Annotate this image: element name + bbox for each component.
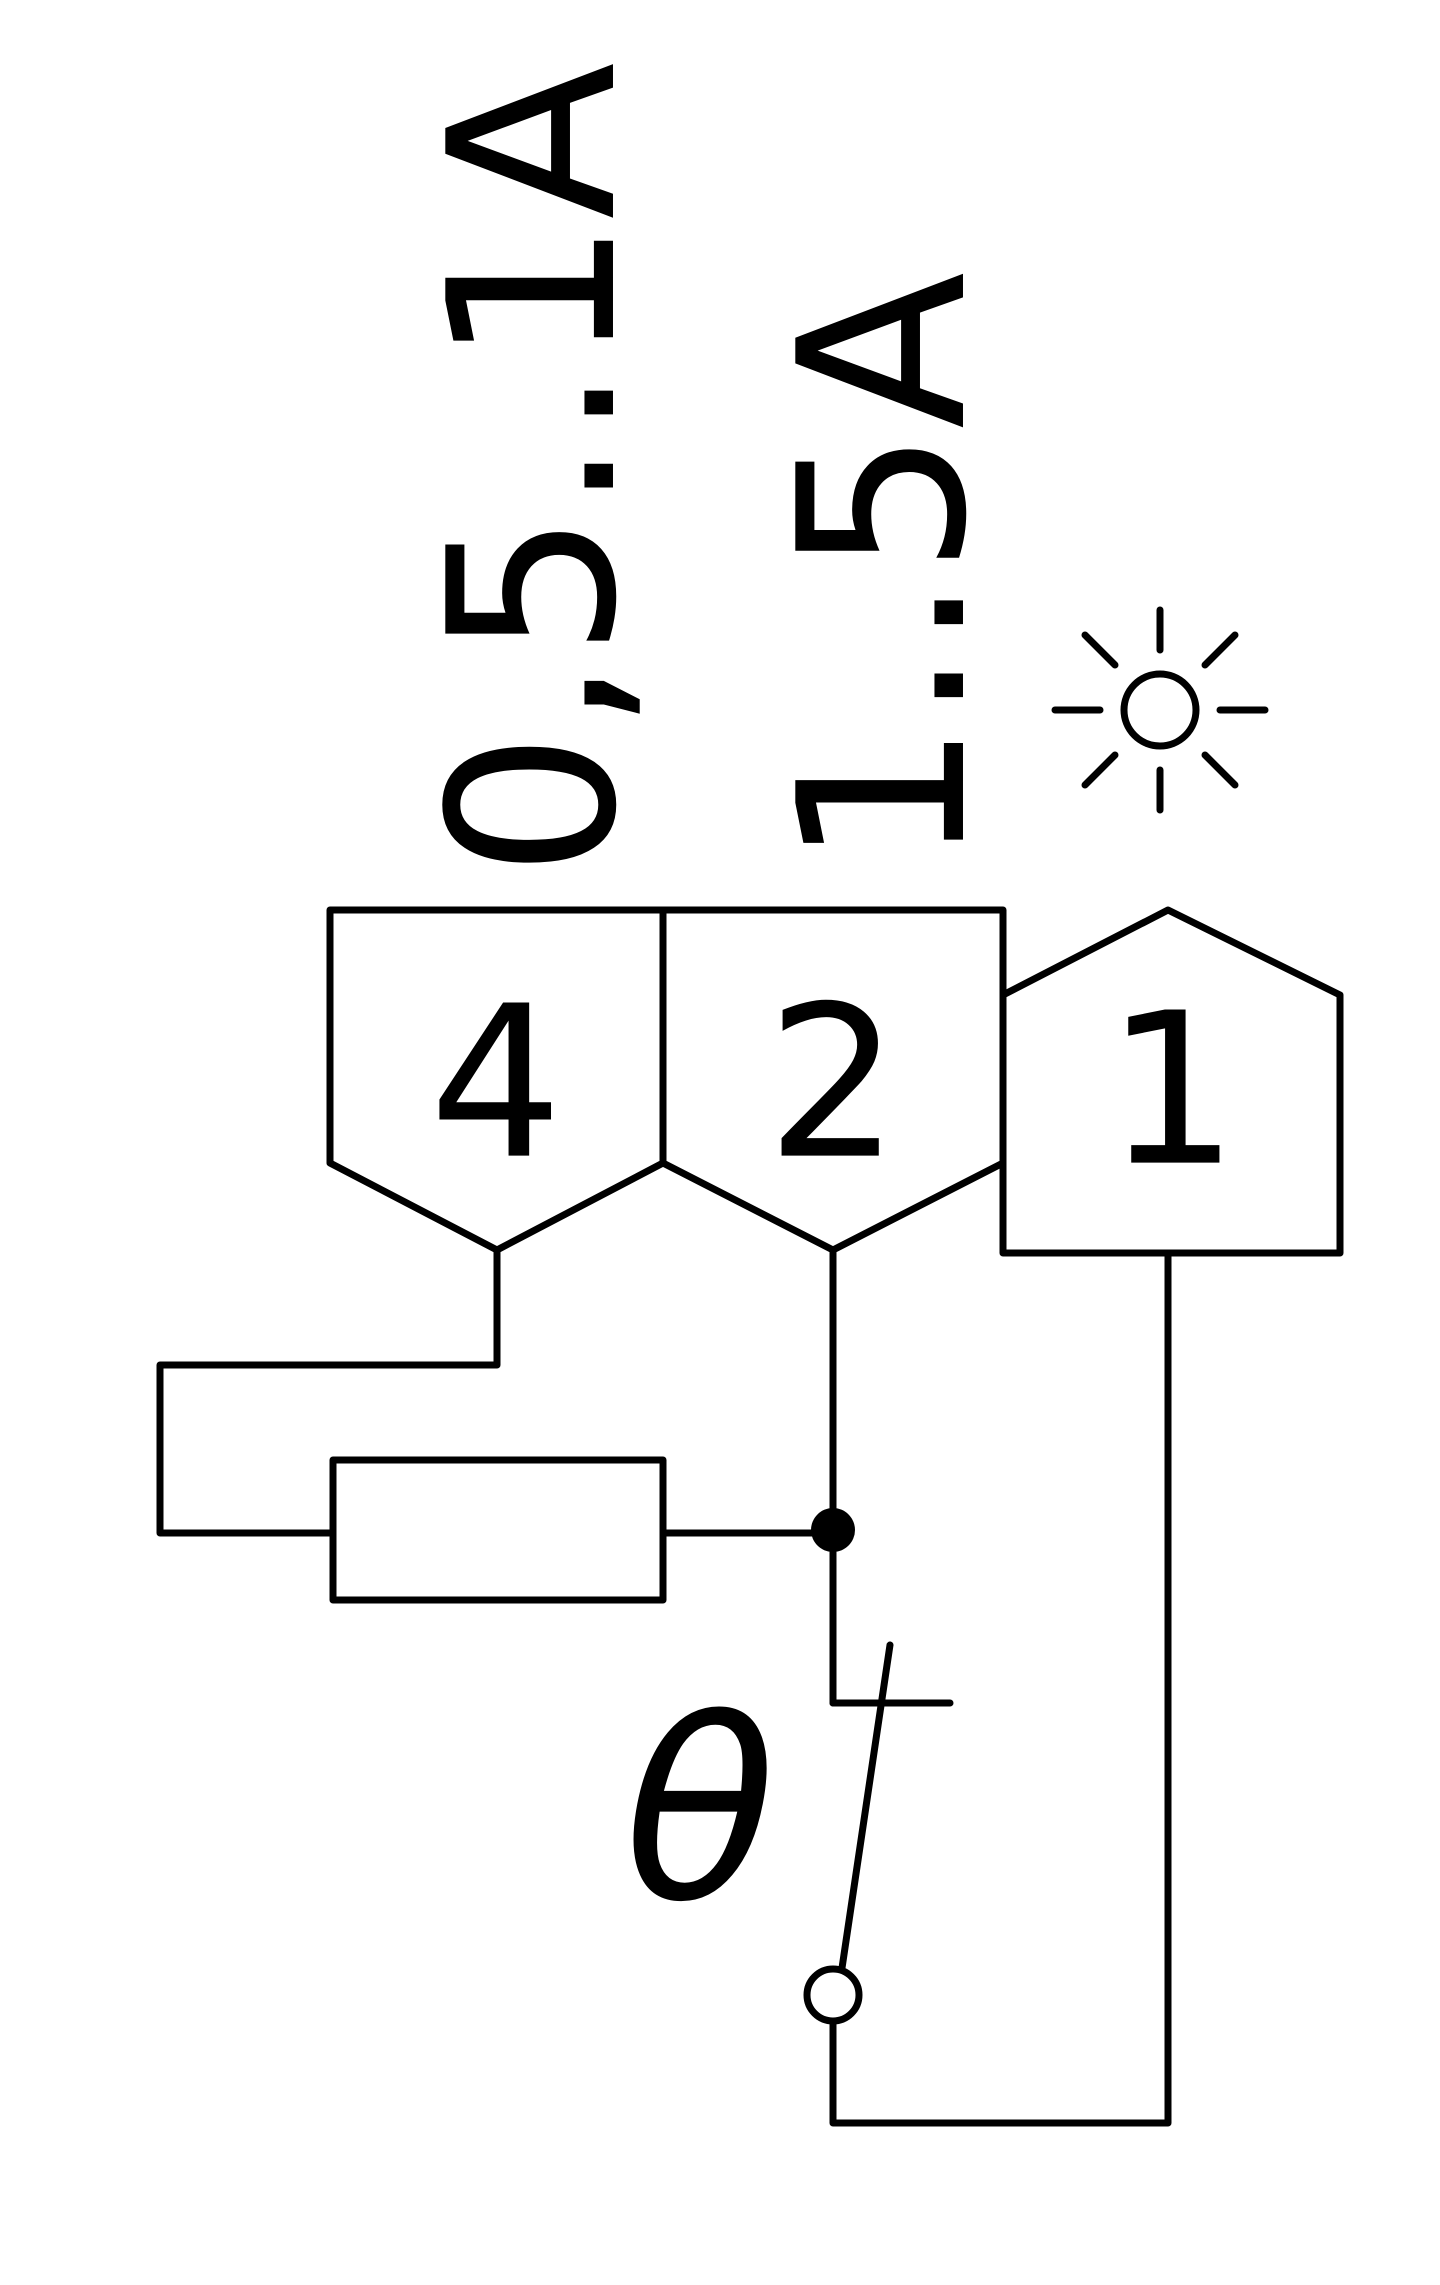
- terminal-block-2: 2: [659, 906, 1007, 1254]
- terminal-block-4: 4: [326, 906, 667, 1254]
- wire-terminal-4-loop: [156, 1246, 501, 1537]
- switch-pivot: [803, 1965, 863, 2025]
- terminal-label-1: 1: [1105, 968, 1239, 1213]
- label-range-current-2: 1..5A: [751, 272, 1018, 868]
- theta-symbol: θ: [624, 1666, 777, 1957]
- terminal-block-1: 1: [999, 906, 1344, 1257]
- label-range-1-group: 0,5..1A: [401, 62, 668, 878]
- label-range-current: 0,5..1A: [401, 62, 668, 878]
- label-range-2-group: 1..5A: [751, 272, 1018, 868]
- thermal-switch-blade: [838, 1641, 894, 1972]
- terminal-label-4: 4: [429, 961, 563, 1206]
- resistor: [329, 1456, 667, 1604]
- wire-return-to-terminal-1: [829, 1249, 1172, 2127]
- sun-icon: [1051, 606, 1269, 814]
- terminal-label-2: 2: [766, 961, 900, 1206]
